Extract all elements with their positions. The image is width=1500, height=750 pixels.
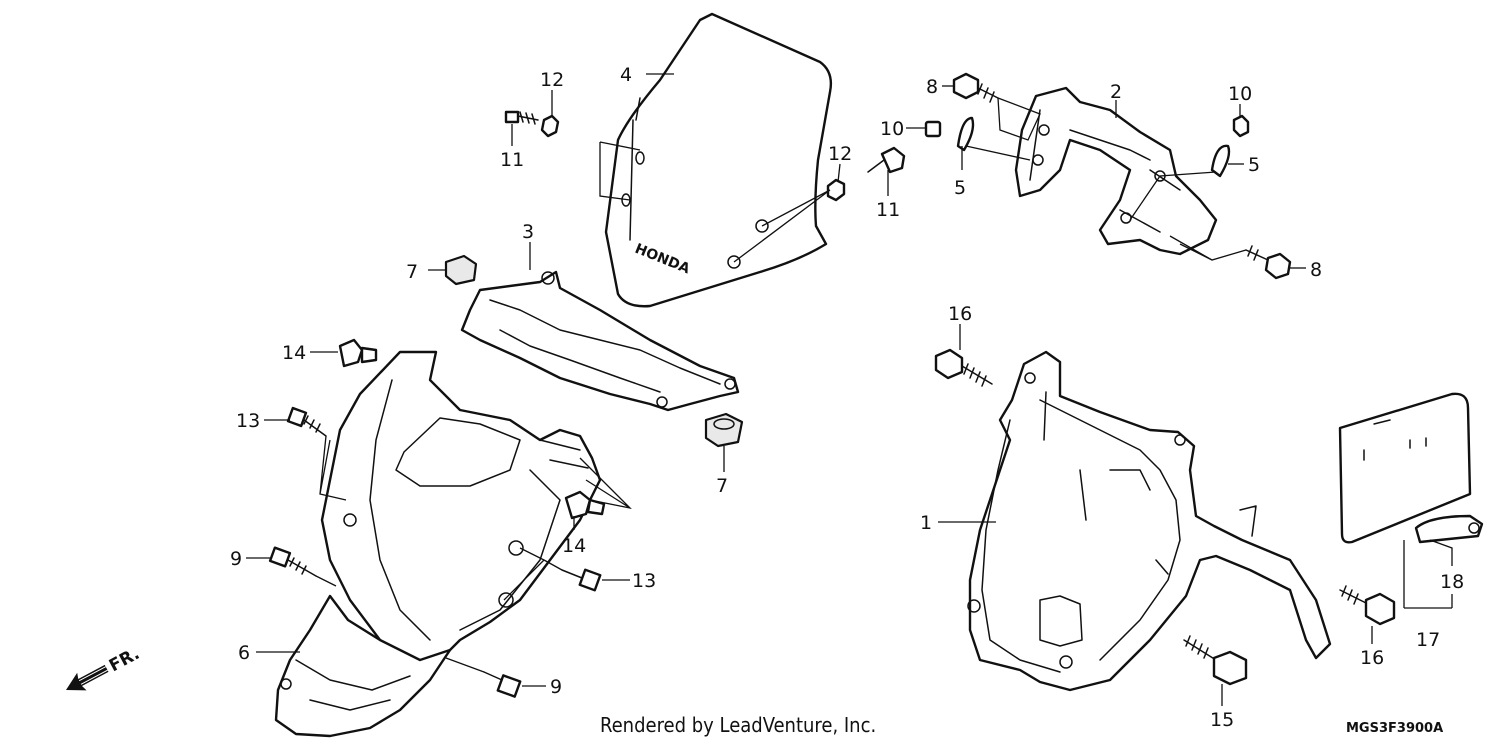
- meter-cover[interactable]: [460, 270, 740, 412]
- callout-7: 7: [406, 261, 418, 283]
- front-upper-cover[interactable]: [320, 350, 602, 668]
- bolt-13-lower[interactable]: [561, 568, 602, 592]
- collar-10-right[interactable]: [1232, 114, 1250, 138]
- card-holder[interactable]: [1338, 392, 1472, 544]
- callout-3: 3: [522, 221, 534, 243]
- render-credit: Rendered by LeadVenture, Inc.: [600, 713, 876, 737]
- callout-16: 16: [948, 303, 972, 325]
- bolt-16-upper[interactable]: [934, 348, 993, 387]
- callout-14: 14: [282, 342, 306, 364]
- bolt-16-lower[interactable]: [1339, 585, 1396, 626]
- callout-18: 18: [1440, 571, 1464, 593]
- callout-14: 14: [562, 535, 586, 557]
- grommet-7-top[interactable]: [444, 254, 478, 286]
- rubber-5-right[interactable]: [1210, 144, 1231, 178]
- screw-11-left[interactable]: [504, 110, 539, 125]
- bolt-9-upper[interactable]: [268, 546, 317, 577]
- callout-13: 13: [236, 410, 260, 432]
- callout-8: 8: [1310, 259, 1322, 281]
- rubber-5-left[interactable]: [956, 116, 975, 152]
- callout-12: 12: [828, 143, 852, 165]
- bolt-15[interactable]: [1183, 635, 1248, 686]
- callout-8: 8: [926, 76, 938, 98]
- bolt-8-upper[interactable]: [952, 72, 999, 103]
- callout-5: 5: [954, 177, 966, 199]
- nut-12-right[interactable]: [826, 178, 846, 202]
- callout-labels: 4 12 11 12 11 3 7 7 14 13 14 13 9 9 6 8 …: [230, 64, 1464, 731]
- screw-11-right[interactable]: [867, 146, 906, 174]
- front-cover-stay[interactable]: [967, 350, 1332, 692]
- nut-12-left[interactable]: [540, 114, 560, 138]
- callout-7: 7: [716, 475, 728, 497]
- callout-17: 17: [1416, 629, 1440, 651]
- collar-10-left[interactable]: [924, 120, 942, 138]
- screen-stay[interactable]: [1014, 86, 1218, 256]
- callout-12: 12: [540, 69, 564, 91]
- callout-2: 2: [1110, 81, 1122, 103]
- callout-10: 10: [1228, 83, 1252, 105]
- callout-13: 13: [632, 570, 656, 592]
- windscreen[interactable]: HONDA: [604, 12, 833, 308]
- front-label: FR.: [106, 644, 143, 676]
- diagram-code: MGS3F3900A: [1346, 721, 1443, 736]
- callout-9: 9: [550, 676, 562, 698]
- clip-14-lower[interactable]: [564, 490, 606, 520]
- callout-16: 16: [1360, 647, 1384, 669]
- clamp-18[interactable]: [1414, 514, 1484, 544]
- bolt-13-upper[interactable]: [286, 406, 327, 437]
- bolt-9-lower[interactable]: [483, 671, 522, 698]
- arrow-left-icon: [66, 664, 109, 691]
- callout-1: 1: [920, 512, 932, 534]
- callout-5: 5: [1248, 154, 1260, 176]
- front-lower-cover[interactable]: [274, 594, 452, 738]
- front-direction-arrow: FR.: [66, 644, 143, 691]
- grommet-7-bottom[interactable]: [704, 412, 744, 448]
- bolt-8-lower[interactable]: [1245, 245, 1292, 280]
- callout-10: 10: [880, 118, 904, 140]
- callout-9: 9: [230, 548, 242, 570]
- callout-11: 11: [500, 149, 524, 171]
- clip-14-upper[interactable]: [338, 338, 378, 368]
- callout-15: 15: [1210, 709, 1234, 731]
- callout-4: 4: [620, 64, 632, 86]
- leader-lines: [246, 73, 1453, 706]
- callout-11: 11: [876, 199, 900, 221]
- callout-6: 6: [238, 642, 250, 664]
